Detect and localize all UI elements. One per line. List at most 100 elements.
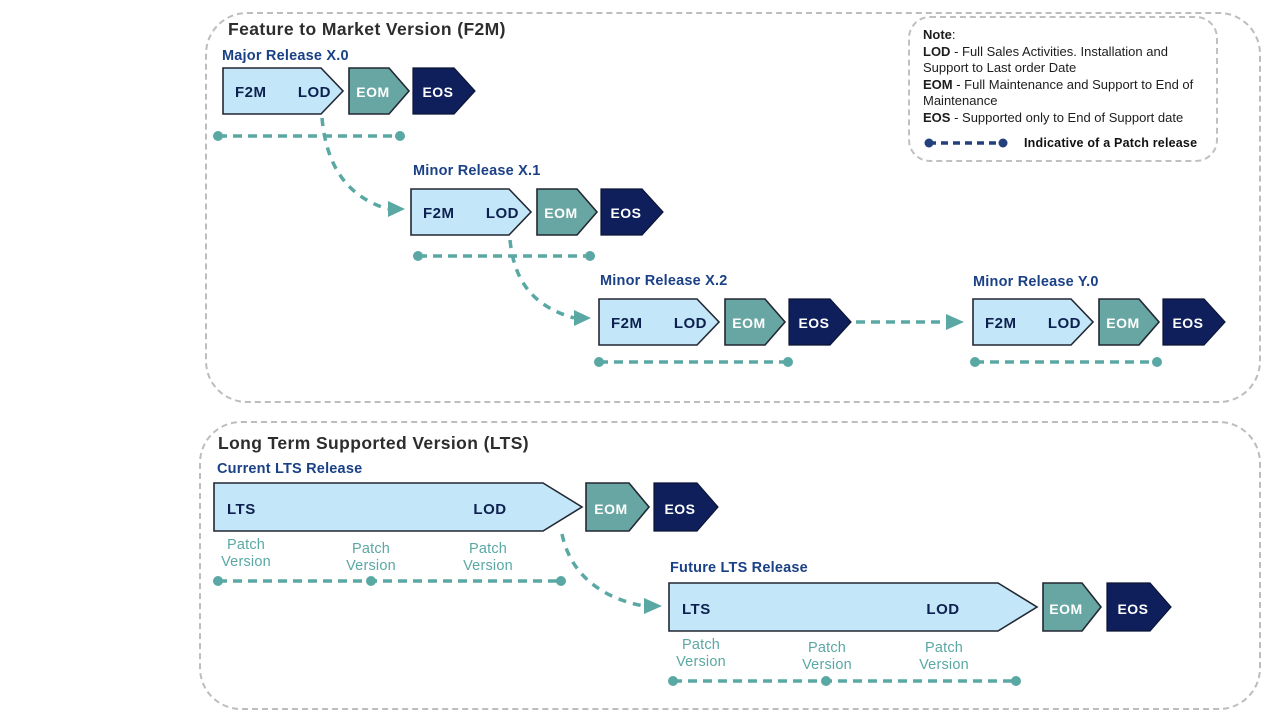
connector-path — [560, 533, 645, 608]
stage-text-eos: EOS — [610, 205, 641, 221]
arrowhead — [946, 314, 964, 330]
stage-text-lts: LTS — [682, 601, 711, 618]
patch-timeline — [970, 357, 1162, 367]
patch-legend: Indicative of a Patch release — [923, 135, 1203, 152]
patch-dot — [821, 676, 831, 686]
eom-stage-arrow: EOM — [724, 298, 787, 346]
release-label: Minor Release Y.0 — [973, 274, 1099, 290]
eom-stage-arrow: EOM — [1042, 582, 1103, 632]
stage-text-lod: LOD — [1048, 315, 1081, 332]
arrow-shape — [348, 67, 411, 115]
note-heading-colon: : — [951, 27, 956, 42]
f2m-stage-arrow: F2M LOD — [410, 188, 533, 236]
note-heading-term: Note — [923, 27, 952, 42]
eom-stage-arrow: EOM — [348, 67, 411, 115]
stage-text-eos: EOS — [1117, 601, 1148, 617]
patch-dot — [213, 131, 223, 141]
patch-dot — [668, 676, 678, 686]
stage-text-lod: LOD — [298, 84, 331, 101]
stage-text-f2m: F2M — [235, 84, 267, 101]
note-item: EOS - Supported only to End of Support d… — [923, 110, 1203, 127]
arrow-shape — [1106, 582, 1172, 632]
arrow-shape — [724, 298, 787, 346]
patch-dot — [585, 251, 595, 261]
arrowhead — [574, 310, 591, 326]
arrow-shape — [653, 482, 719, 532]
f2m-panel — [205, 12, 1261, 403]
arrow-shape — [600, 188, 664, 236]
stage-text-eom: EOM — [594, 501, 627, 517]
arrow-shape — [1098, 298, 1161, 346]
eos-stage-arrow: EOS — [1162, 298, 1226, 346]
stage-text-f2m: F2M — [985, 315, 1017, 332]
patch-timeline — [413, 251, 595, 261]
f2m-stage-arrow: F2M LOD — [972, 298, 1095, 346]
arrow-shape — [536, 188, 599, 236]
release-label: Future LTS Release — [670, 560, 808, 576]
arrow-shape — [412, 67, 476, 115]
patch-dot — [783, 357, 793, 367]
stage-text-lod: LOD — [674, 315, 707, 332]
stage-text-eom: EOM — [732, 315, 765, 331]
note-box: Note: LOD - Full Sales Activities. Insta… — [908, 16, 1218, 162]
eos-stage-arrow: EOS — [1106, 582, 1172, 632]
release-label: Minor Release X.1 — [413, 163, 541, 179]
patch-dot — [1152, 357, 1162, 367]
release-label: Current LTS Release — [217, 461, 363, 477]
patch-timeline — [668, 676, 1021, 686]
stage-text-lod: LOD — [486, 205, 519, 222]
patch-dot — [970, 357, 980, 367]
patch-dot — [413, 251, 423, 261]
patch-dot — [395, 131, 405, 141]
note-term: LOD — [923, 43, 951, 59]
f2m-stage-arrow: F2M LOD — [598, 298, 721, 346]
patch-legend-label: Indicative of a Patch release — [1024, 136, 1198, 150]
stage-text-eom: EOM — [356, 84, 389, 100]
arrow-shape — [1162, 298, 1226, 346]
eos-stage-arrow: EOS — [788, 298, 852, 346]
eos-stage-arrow: EOS — [653, 482, 719, 532]
patch-dot — [366, 576, 376, 586]
patch-dot — [594, 357, 604, 367]
legend-dot — [924, 138, 934, 148]
stage-text-eos: EOS — [798, 315, 829, 331]
arrow-shape — [213, 482, 584, 532]
patch-dot — [1011, 676, 1021, 686]
note-desc: - Supported only to End of Support date — [950, 109, 1184, 125]
patch-version-label: Patch Version — [463, 541, 513, 574]
patch-release-connector-arrow — [320, 117, 405, 217]
arrowhead — [644, 598, 662, 614]
eom-stage-arrow: EOM — [1098, 298, 1161, 346]
note-term: EOS — [923, 109, 951, 125]
arrow-shape — [222, 67, 345, 115]
stage-text-lts: LTS — [227, 501, 256, 518]
stage-text-eom: EOM — [544, 205, 577, 221]
patch-release-connector-arrow — [560, 533, 662, 614]
arrow-shape — [972, 298, 1095, 346]
release-label: Minor Release X.2 — [600, 273, 728, 289]
arrowhead — [388, 201, 405, 217]
note-heading: Note: — [923, 27, 1203, 44]
patch-version-label: Patch Version — [802, 640, 852, 673]
release-label: Major Release X.0 — [222, 48, 349, 64]
note-desc: - Full Maintenance and Support to End of… — [923, 76, 1194, 109]
eos-stage-arrow: EOS — [412, 67, 476, 115]
stage-text-f2m: F2M — [423, 205, 455, 222]
connector-path — [320, 117, 389, 211]
stage-text-eom: EOM — [1049, 601, 1082, 617]
patch-version-label: Patch Version — [346, 541, 396, 574]
patch-release-connector-arrow — [508, 239, 591, 326]
f2m-section-title: Feature to Market Version (F2M) — [228, 19, 506, 39]
patch-legend-line — [924, 138, 1008, 148]
lts-stage-arrow: LTS LOD — [213, 482, 584, 532]
patch-timeline — [213, 576, 566, 586]
eos-stage-arrow: EOS — [600, 188, 664, 236]
note-desc: - Full Sales Activities. Installation an… — [923, 43, 1168, 76]
stage-text-lod: LOD — [473, 501, 506, 518]
note-term: EOM — [923, 76, 953, 92]
note-item: EOM - Full Maintenance and Support to En… — [923, 77, 1203, 110]
arrow-shape — [585, 482, 651, 532]
lts-stage-arrow: LTS LOD — [668, 582, 1039, 632]
patch-version-label: Patch Version — [676, 637, 726, 670]
